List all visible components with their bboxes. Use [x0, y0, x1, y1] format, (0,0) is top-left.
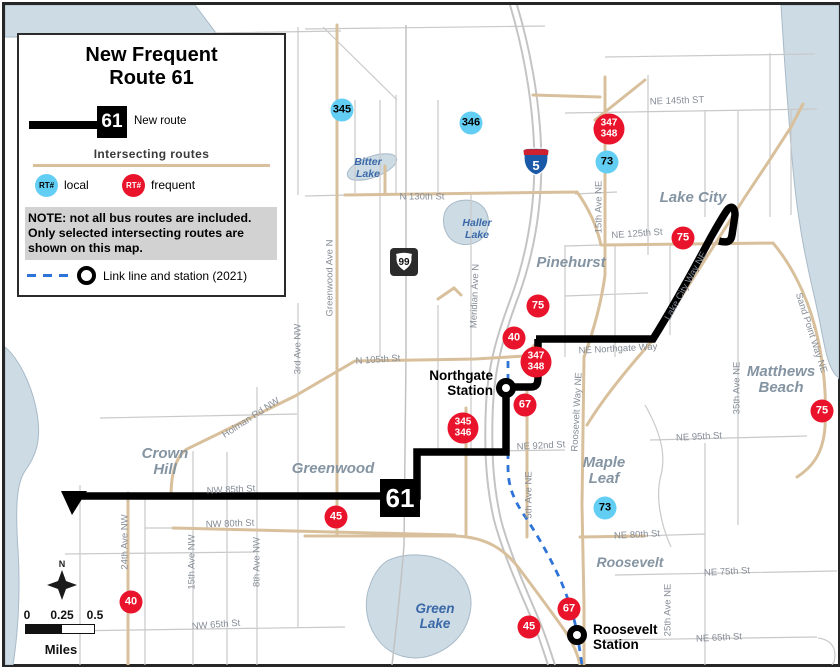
- route-badge-73: 73: [593, 496, 617, 520]
- route-badge-40: 40: [502, 326, 526, 350]
- neighborhood-label: Greenwood: [291, 460, 375, 477]
- route-badge-67: 67: [513, 393, 537, 417]
- route-badge-75: 75: [671, 226, 695, 250]
- legend-note: NOTE: not all bus routes are included. O…: [25, 207, 277, 260]
- northgate-station-marker: [496, 378, 516, 398]
- gray-street-grid: [64, 25, 838, 665]
- north-arrow-icon: [47, 570, 77, 600]
- route-badge-75: 75: [526, 294, 550, 318]
- street-label: Greenwood Ave N: [324, 239, 336, 317]
- route-badge-346: 346: [459, 111, 483, 135]
- route-badge-45: 45: [324, 505, 348, 529]
- route-61-legend-badge: 61: [97, 106, 127, 138]
- neighborhood-label: Lake City: [659, 189, 727, 206]
- street-label: 35th Ave NE: [731, 361, 743, 415]
- north-label: N: [58, 559, 66, 569]
- link-line-sample: [27, 274, 73, 277]
- sr99-shield: 99: [390, 248, 418, 276]
- link-line-label: Link line and station (2021): [103, 269, 248, 283]
- route-badge-73: 73: [595, 150, 619, 174]
- route-badge-345: 345: [330, 98, 354, 122]
- street-label: NE 145th ST: [649, 94, 705, 108]
- intersecting-routes-rule: [33, 164, 270, 167]
- street-label: 5th Ave NE: [523, 471, 535, 519]
- street-label: NW 80th St: [205, 517, 255, 531]
- new-route-line-sample: [29, 121, 101, 129]
- lake-washington: [780, 5, 839, 380]
- map-canvas: 5 99: [5, 5, 839, 665]
- new-route-label: New route: [134, 115, 187, 127]
- frequent-route-sample-icon: RT#: [122, 174, 145, 197]
- roosevelt-station-marker: [567, 625, 587, 645]
- intersecting-routes-header: Intersecting routes: [93, 147, 210, 161]
- haller-lake-shape: [443, 199, 489, 246]
- route-badge-75: 75: [810, 399, 834, 423]
- street-label: 25th Ave NE: [662, 583, 674, 637]
- street-label: 15th Ave NE: [593, 180, 605, 234]
- scale-unit-label: Miles: [44, 642, 78, 657]
- frequent-label: frequent: [151, 178, 196, 192]
- green-lake-shape: [365, 554, 472, 659]
- street-label: Meridian Ave N: [468, 263, 482, 329]
- interstate-5-number: 5: [532, 158, 539, 173]
- scale-tick-0: 0: [23, 608, 31, 622]
- route-badge-40: 40: [119, 590, 143, 614]
- route-badge-45: 45: [517, 615, 541, 639]
- scale-tick-025: 0.25: [50, 608, 74, 622]
- neighborhood-label: Pinehurst: [536, 254, 606, 271]
- scale-tick-05: 0.5: [86, 608, 104, 622]
- route-61-arrowhead: [61, 491, 87, 515]
- local-label: local: [64, 178, 89, 192]
- puget-sound-left: [5, 346, 40, 665]
- street-label: N 130th St: [399, 191, 445, 203]
- i5-freeway: [484, 5, 556, 665]
- sr99-number: 99: [398, 257, 410, 268]
- link-station-sample-icon: [77, 266, 96, 285]
- street-label: 8th Ave NW: [251, 537, 263, 587]
- street-label: 15th Ave NW: [186, 534, 198, 590]
- interstate-5-shield: 5: [522, 147, 550, 176]
- route-61-map-label: 61: [380, 479, 420, 517]
- street-label: 3rd Ave NW: [292, 323, 304, 375]
- water-shapes: [5, 5, 839, 665]
- aurora-ave-99: [391, 25, 407, 665]
- local-route-sample-icon: RT#: [35, 174, 58, 197]
- neighborhood-label: Roosevelt: [596, 554, 664, 570]
- scale-bar-empty: [61, 624, 95, 634]
- route-badge-67: 67: [557, 597, 581, 621]
- street-label: 24th Ave NW: [119, 514, 131, 570]
- scale-bar-filled: [25, 624, 61, 634]
